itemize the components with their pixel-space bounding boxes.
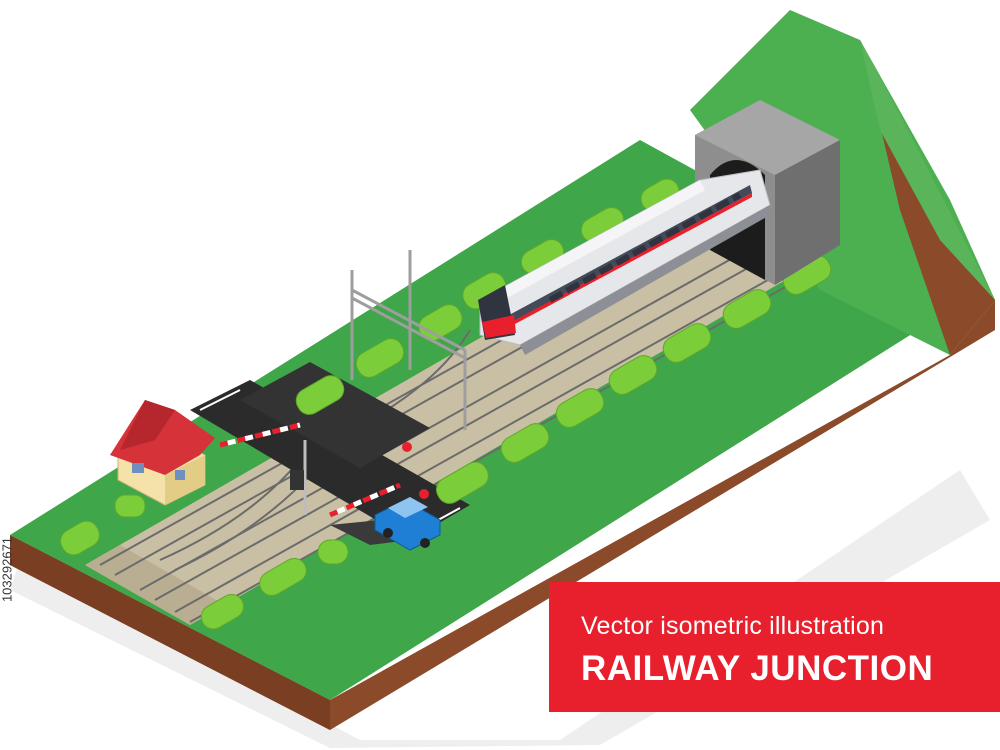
road-crossing [240,362,430,468]
banner-title: RAILWAY JUNCTION [581,649,934,688]
gravel-bed-2 [85,545,225,625]
soil-front-dark [10,535,330,730]
crossing-barriers [219,422,429,518]
blue-car [374,497,441,551]
stock-image-id: 103292671 [0,536,15,603]
hill-soil-top [860,40,995,300]
road [190,380,470,540]
title-banner: Vector isometric illustration RAILWAY JU… [549,582,1000,712]
train [478,169,771,355]
tunnel-portal [695,100,840,285]
hill [690,10,995,355]
bushes [60,178,832,630]
signal-house [110,400,215,506]
catenary-gantry [350,250,467,430]
banner-subtitle: Vector isometric illustration [581,612,885,640]
